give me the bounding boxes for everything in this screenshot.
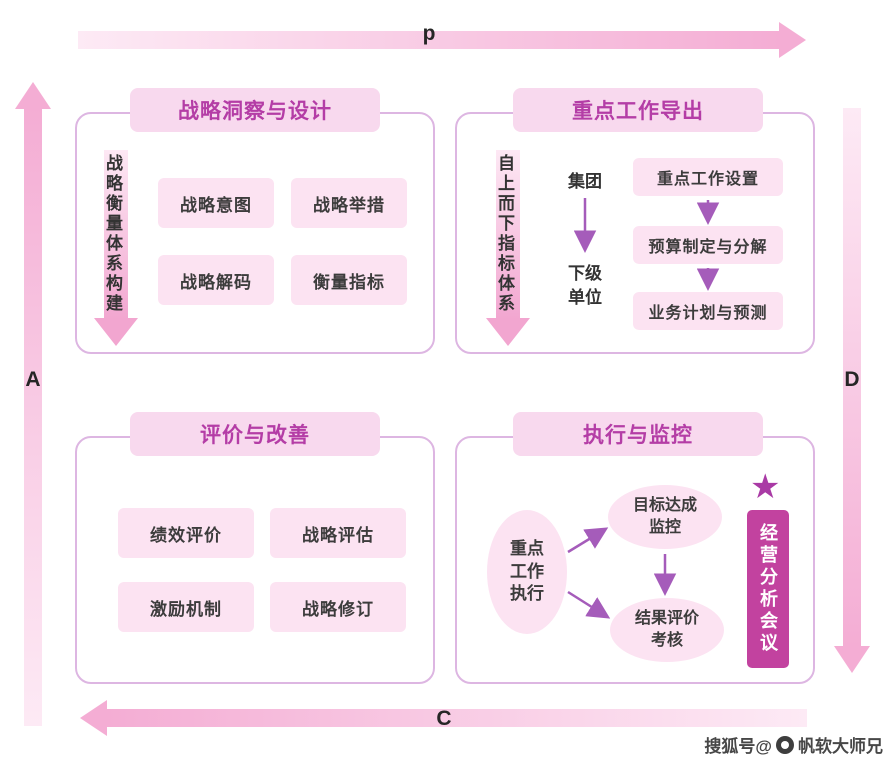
edge-label-check: C xyxy=(436,707,452,730)
panel-title-evaluation: 评价与改善 xyxy=(130,412,380,456)
box-incentive-mechanism: 激励机制 xyxy=(118,582,254,632)
panel-evaluation xyxy=(75,436,435,684)
edge-label-do: D xyxy=(844,368,860,391)
box-measure-indicators: 衡量指标 xyxy=(291,255,407,305)
box-strategy-intent: 战略意图 xyxy=(158,178,274,228)
box-strategy-initiatives: 战略举措 xyxy=(291,178,407,228)
box-strategy-decode: 战略解码 xyxy=(158,255,274,305)
edge-label-act: A xyxy=(25,368,41,391)
watermark-name: 帆软大师兄 xyxy=(798,737,883,756)
watermark-prefix: 搜狐号@ xyxy=(704,737,772,756)
star-icon: ★ xyxy=(750,468,781,506)
step-business-plan-forecast: 业务计划与预测 xyxy=(633,292,783,330)
org-subunit-label: 下级 单位 xyxy=(568,264,602,307)
step-budget-decompose: 预算制定与分解 xyxy=(633,226,783,264)
step-key-work-setup: 重点工作设置 xyxy=(633,158,783,196)
node-key-work-execution: 重点 工作 执行 xyxy=(487,510,567,634)
edge-label-plan: p xyxy=(422,22,436,45)
top-down-indicator-arrow-label: 自上而下指标体系 xyxy=(495,154,514,314)
box-strategy-revise: 战略修订 xyxy=(270,582,406,632)
sohu-logo-icon xyxy=(776,735,794,754)
strategy-measure-arrow-label: 战略衡量体系构建 xyxy=(103,154,122,314)
panel-title-strategy-design: 战略洞察与设计 xyxy=(130,88,380,132)
org-group-label: 集团 xyxy=(568,172,602,191)
node-target-monitoring: 目标达成 监控 xyxy=(608,485,722,549)
watermark: 搜狐号@ 帆软大师兄 xyxy=(704,732,883,757)
box-strategy-assess: 战略评估 xyxy=(270,508,406,558)
node-result-evaluation: 结果评价 考核 xyxy=(610,598,724,662)
banner-business-analysis-meeting: 经营分析会议 xyxy=(747,510,789,668)
panel-title-key-work: 重点工作导出 xyxy=(513,88,763,132)
box-performance-eval: 绩效评价 xyxy=(118,508,254,558)
panel-title-execution: 执行与监控 xyxy=(513,412,763,456)
